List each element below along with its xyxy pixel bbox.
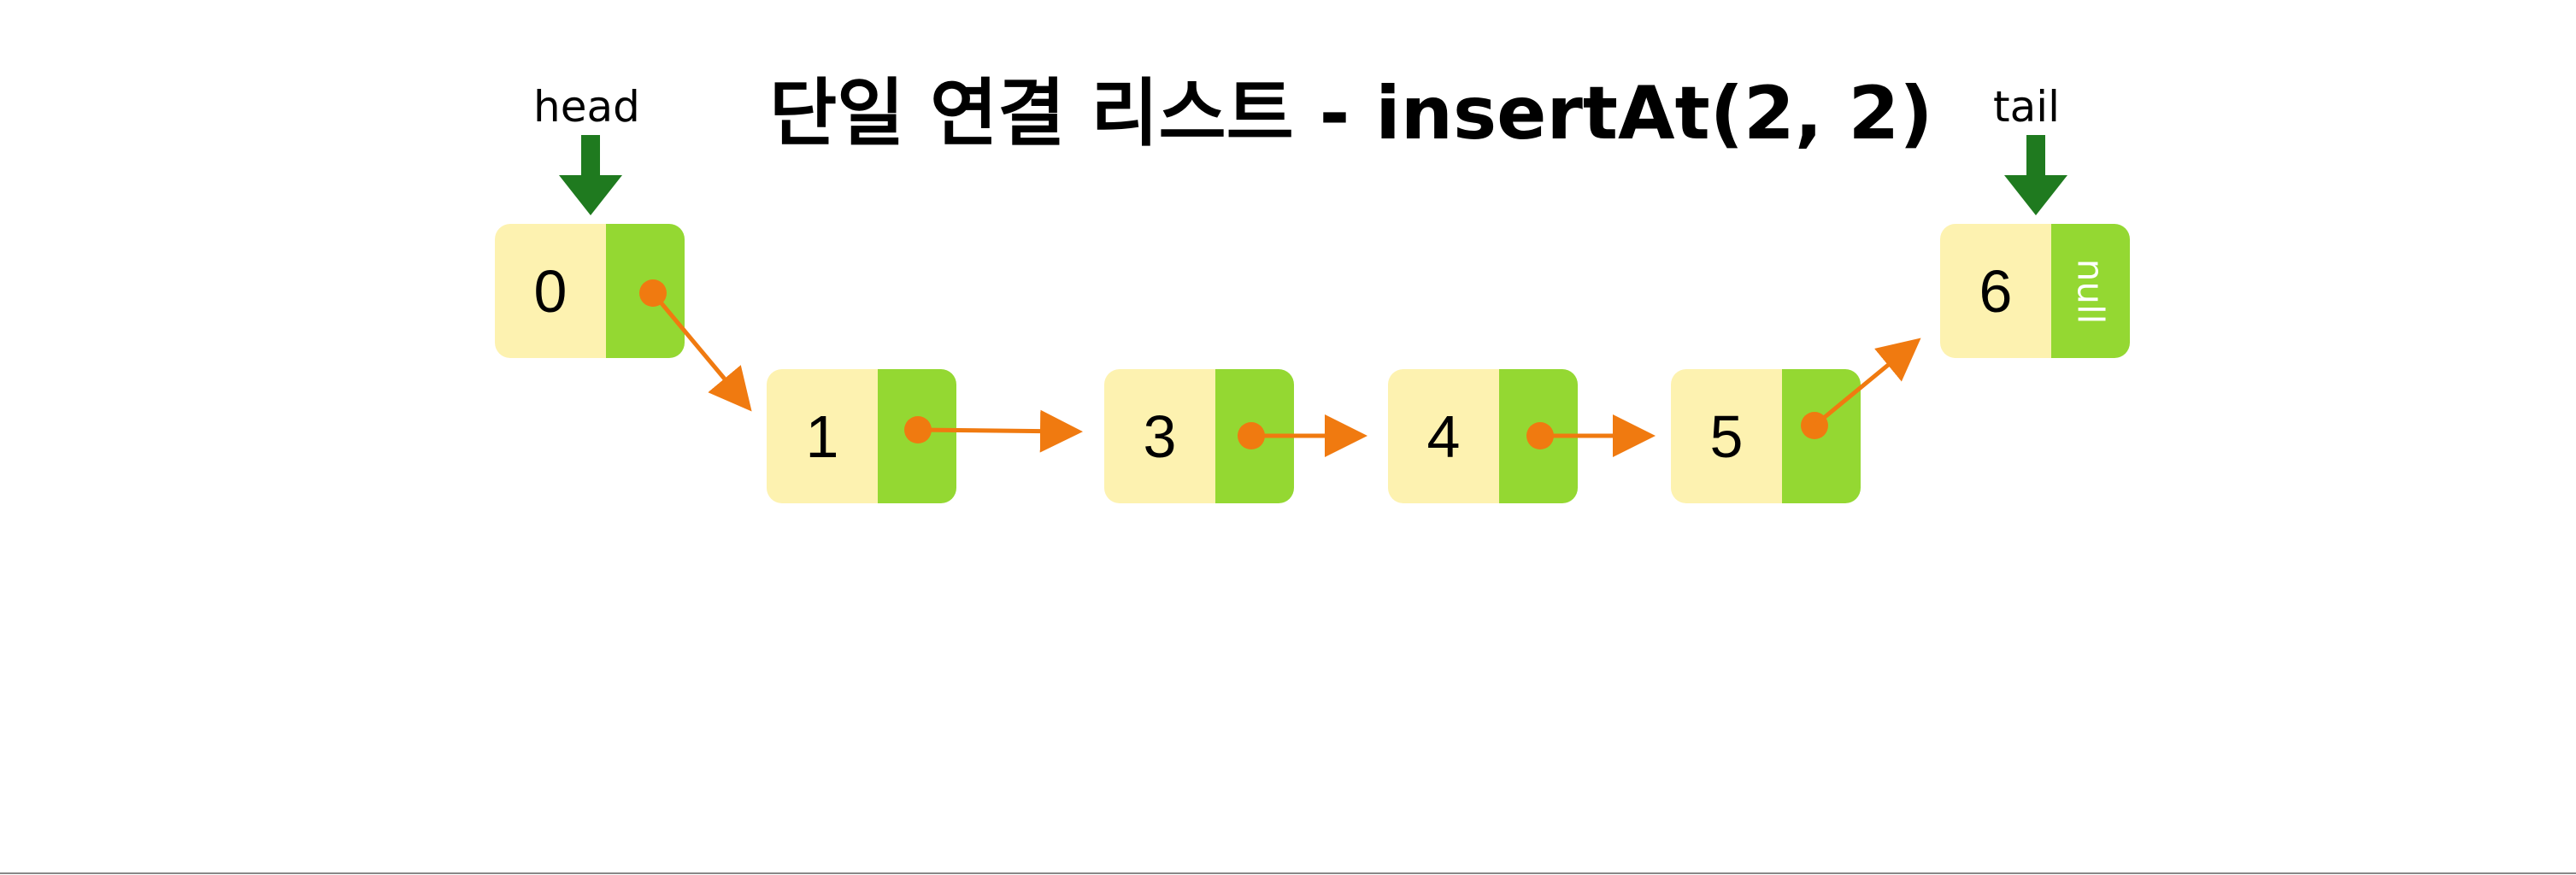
- node-value: 5: [1671, 369, 1782, 503]
- node-value: 6: [1940, 224, 2051, 358]
- link-arrow-icon: [1813, 338, 1921, 427]
- diagram-title: 단일 연결 리스트 - insertAt(2, 2): [769, 71, 1933, 156]
- node-next-null: null: [2051, 224, 2130, 358]
- list-node-1: 1: [767, 369, 956, 503]
- node-value: 0: [495, 224, 606, 358]
- node-value: 1: [767, 369, 878, 503]
- list-node-5: 6 null: [1940, 224, 2130, 358]
- list-node-2: 3: [1104, 369, 1294, 503]
- node-value: 3: [1104, 369, 1215, 503]
- list-node-4: 5: [1671, 369, 1861, 503]
- tail-label: tail: [1993, 82, 2061, 132]
- link-arrow-icon: [917, 409, 1083, 453]
- node-value: 4: [1388, 369, 1499, 503]
- head-down-arrow-icon: [559, 135, 622, 215]
- link-arrow-icon: [651, 291, 752, 412]
- tail-down-arrow-icon: [2004, 135, 2067, 215]
- head-label: head: [533, 82, 640, 132]
- bottom-divider: [0, 872, 2576, 874]
